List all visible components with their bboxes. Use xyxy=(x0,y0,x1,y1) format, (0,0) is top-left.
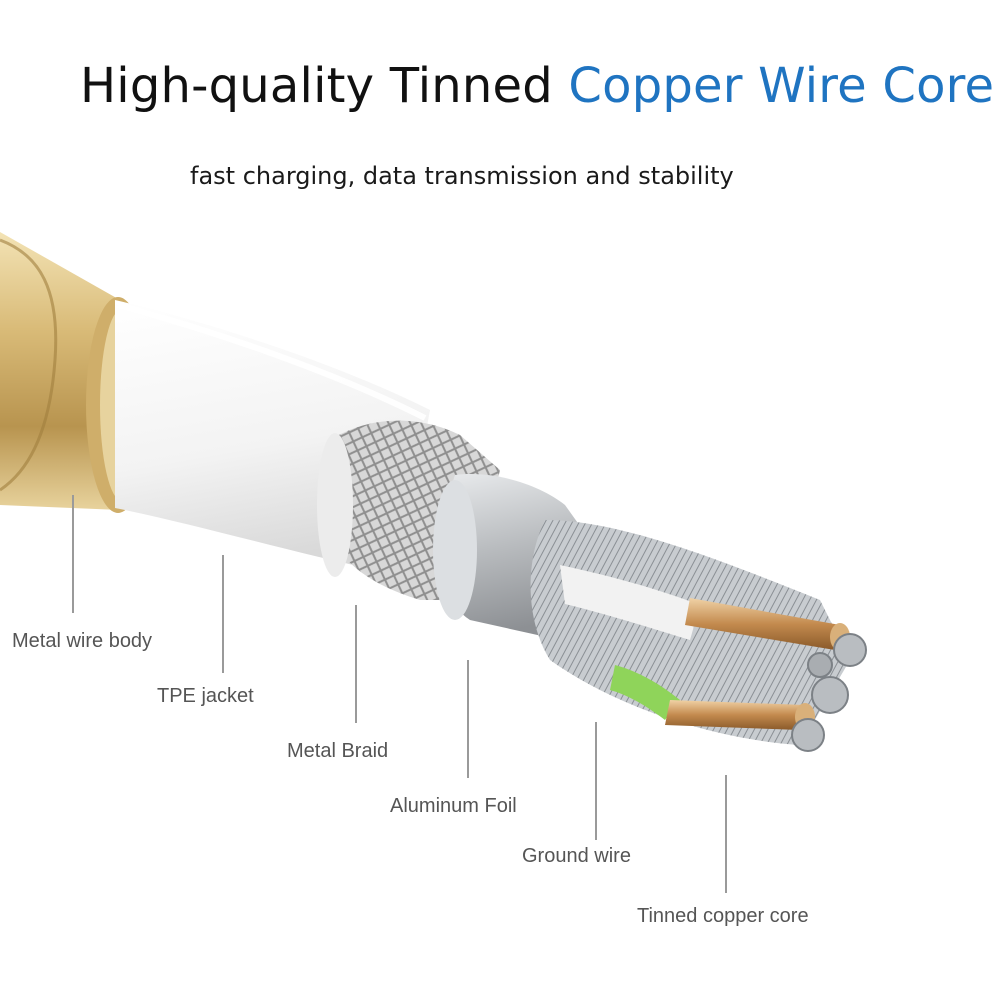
callout-line-metal-wire-body xyxy=(72,495,74,613)
tinned-copper-core-shape xyxy=(665,598,850,731)
callout-metal-wire-body: Metal wire body xyxy=(12,630,153,652)
callout-tinned-copper-core: Tinned copper core xyxy=(637,905,809,927)
strand-ends-shape xyxy=(791,633,867,752)
title-accent: Copper Wire Core xyxy=(568,58,995,114)
callout-line-aluminum-foil xyxy=(467,660,469,778)
callout-ground-wire: Ground wire xyxy=(522,845,631,867)
ground-wire-shape xyxy=(610,665,680,720)
callout-line-tinned-copper-core xyxy=(725,775,727,893)
callout-line-metal-braid xyxy=(355,605,357,723)
page-title: High-quality Tinned Copper Wire Core xyxy=(80,58,994,114)
inner-insulation-shape xyxy=(560,565,700,640)
callout-metal-braid: Metal Braid xyxy=(287,740,389,762)
callout-aluminum-foil: Aluminum Foil xyxy=(390,795,517,817)
callout-tpe-jacket: TPE jacket xyxy=(157,685,254,707)
title-main: High-quality Tinned xyxy=(80,58,553,114)
page-subtitle: fast charging, data transmission and sta… xyxy=(190,162,734,190)
callout-line-ground-wire xyxy=(595,722,597,840)
callout-line-tpe-jacket xyxy=(222,555,224,673)
